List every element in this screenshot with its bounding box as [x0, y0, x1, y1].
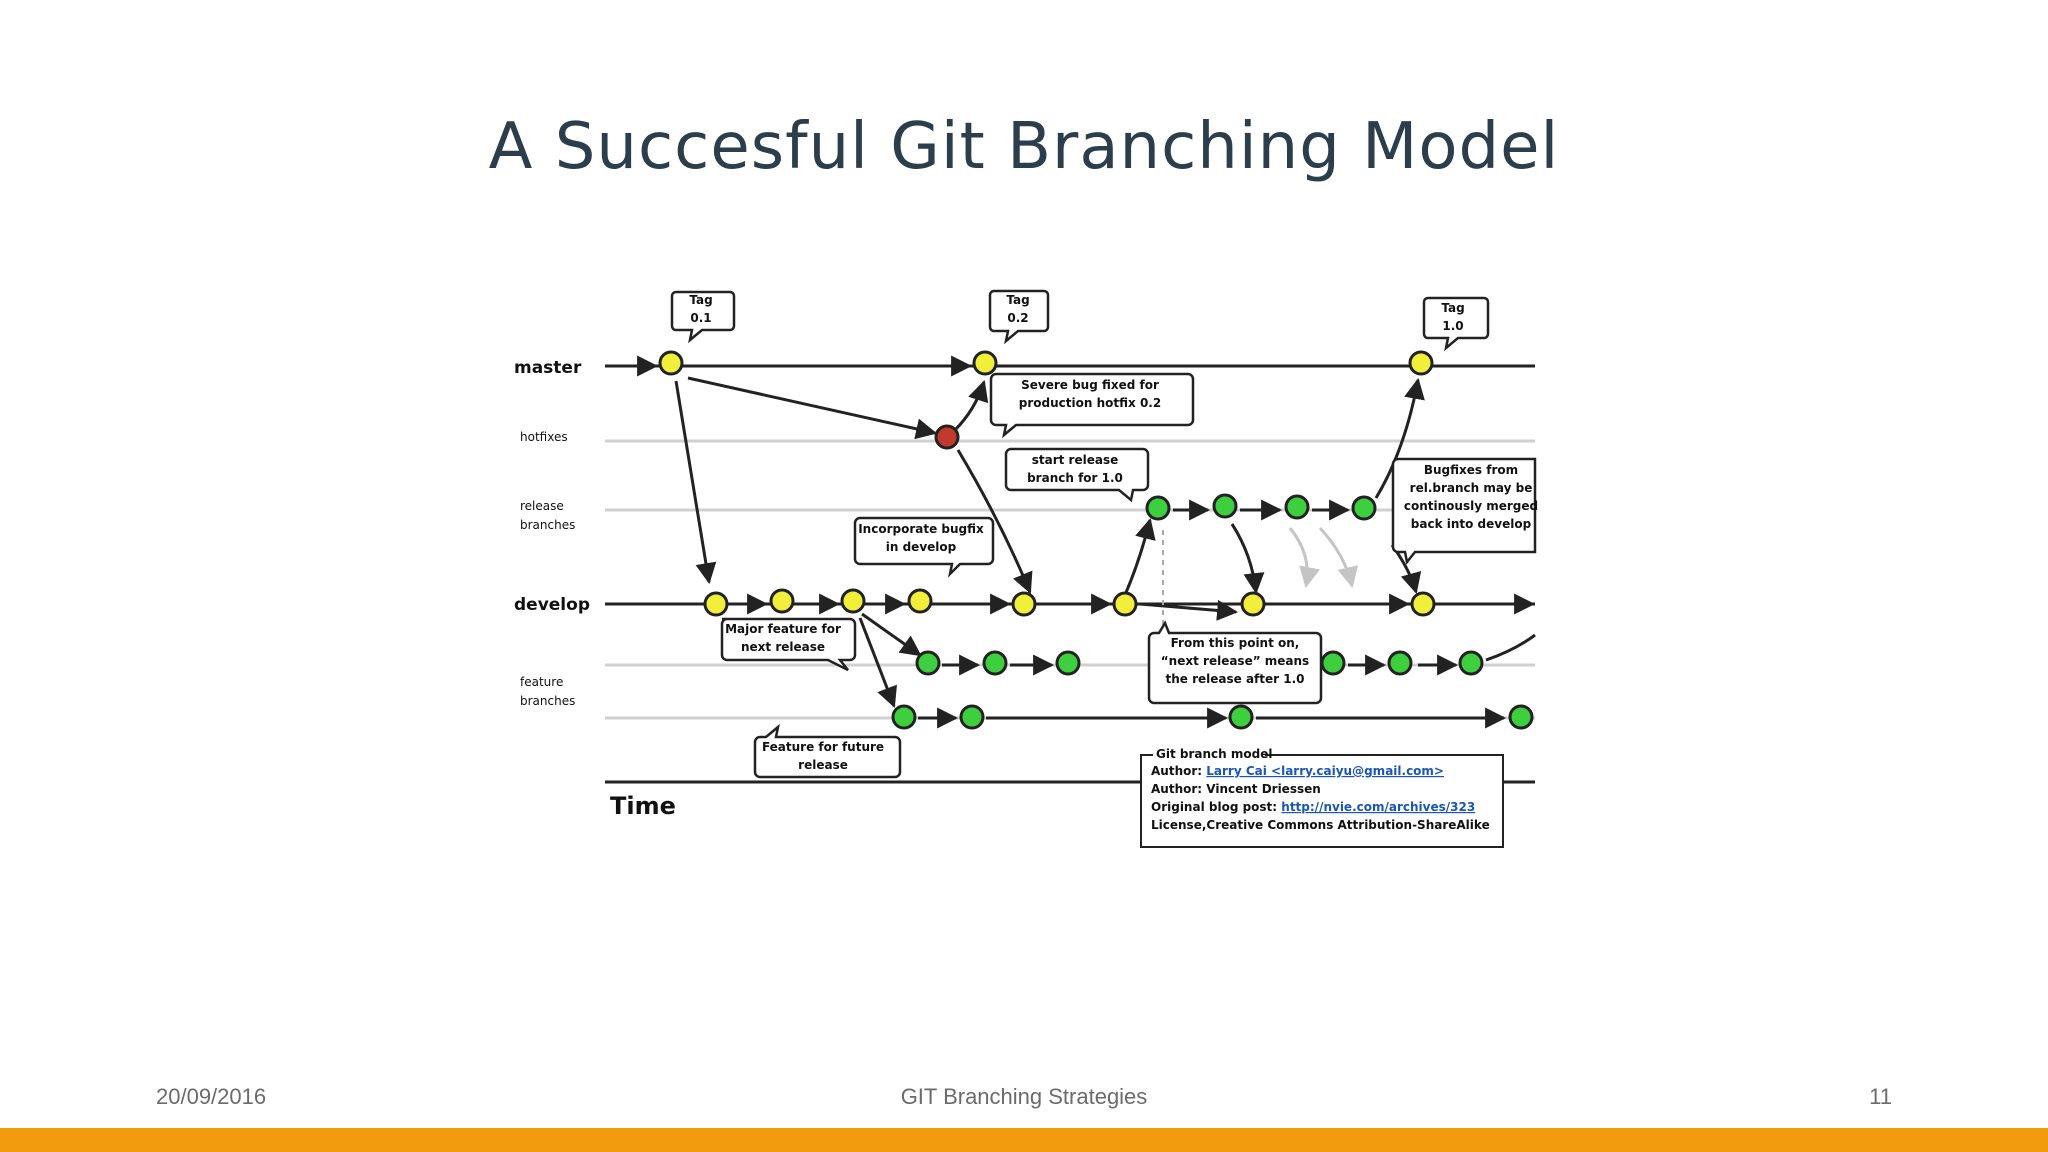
arrow-hotfix-to-master: [953, 380, 989, 432]
svg-text:Incorporate bugfix: Incorporate bugfix: [858, 522, 984, 536]
svg-text:From this point on,: From this point on,: [1171, 636, 1300, 650]
commit-feature1-5: [1387, 650, 1413, 676]
svg-text:release: release: [798, 758, 848, 772]
svg-text:0.1: 0.1: [690, 311, 711, 325]
credits-blog-prefix: Original blog post:: [1151, 800, 1281, 814]
callout-next-release: From this point on, “next release” means…: [1147, 620, 1323, 705]
arrow-release-to-master: [1374, 377, 1425, 499]
branch-label-feature-2: branches: [520, 694, 575, 708]
arrow-master-down-develop: [674, 380, 717, 585]
commit-feature2-1: [891, 704, 917, 730]
arrow-rel-to-dev: [1230, 523, 1265, 595]
commit-master-0-1: [658, 350, 684, 376]
commit-develop-8: [1410, 591, 1436, 617]
commit-develop-3: [840, 588, 866, 614]
commit-develop-2: [769, 588, 795, 614]
commit-master-1-0: [1408, 350, 1434, 376]
credits-author1-link[interactable]: Larry Cai <larry.caiyu@gmail.com>: [1206, 764, 1444, 778]
slide-title: A Succesful Git Branching Model: [488, 110, 1560, 184]
credits-author1-prefix: Author:: [1151, 764, 1206, 778]
commit-feature1-1: [915, 650, 941, 676]
commit-release-4: [1351, 495, 1377, 521]
commit-develop-4: [907, 588, 933, 614]
svg-text:Tag: Tag: [1441, 301, 1464, 315]
arrow-dev-6: [1139, 599, 1239, 621]
arrow-hotfix-to-develop: [956, 449, 1033, 594]
arrow-master-to-hotfix: [687, 376, 938, 440]
footer-date: 20/09/2016: [156, 1084, 267, 1109]
arrow-feat-curve: [1485, 633, 1536, 662]
commit-release-2: [1212, 493, 1238, 519]
arrow-dev-to-feature2: [858, 617, 897, 708]
callout-future-feature: Feature for future release: [753, 723, 902, 779]
credits-blog-link[interactable]: http://nvie.com/archives/323: [1281, 800, 1475, 814]
commit-master-0-2: [972, 350, 998, 376]
svg-text:Major feature for: Major feature for: [725, 622, 841, 636]
svg-text:continously merged: continously merged: [1404, 499, 1538, 513]
commit-feature2-3: [1228, 704, 1254, 730]
callout-incorporate-bugfix: Incorporate bugfix in develop: [853, 516, 995, 578]
tag-callout-0-1: Tag 0.1: [670, 290, 736, 344]
commit-feature2-4: [1508, 704, 1534, 730]
svg-text:Tag: Tag: [689, 293, 712, 307]
commit-feature1-3: [1055, 650, 1081, 676]
commit-feature2-2: [959, 704, 985, 730]
svg-text:Original blog post: http://nvi: Original blog post: http://nvie.com/arch…: [1151, 800, 1475, 814]
commit-feature1-6: [1458, 650, 1484, 676]
arrow-rel-to-dev-gray-2: [1318, 526, 1359, 589]
svg-text:start release: start release: [1032, 453, 1119, 467]
svg-text:the release after 1.0: the release after 1.0: [1165, 672, 1304, 686]
callout-major-feature: Major feature for next release: [720, 617, 857, 672]
tag-callout-0-2: Tag 0.2: [988, 289, 1050, 345]
commit-develop-6: [1112, 591, 1138, 617]
callout-start-release: start release branch for 1.0: [1004, 447, 1150, 503]
svg-text:rel.branch may be: rel.branch may be: [1410, 481, 1533, 495]
svg-text:0.2: 0.2: [1007, 311, 1028, 325]
svg-text:production hotfix 0.2: production hotfix 0.2: [1019, 396, 1161, 410]
arrow-rel-to-dev-gray-1: [1288, 527, 1320, 589]
svg-text:in develop: in develop: [886, 540, 957, 554]
svg-text:Bugfixes from: Bugfixes from: [1424, 463, 1518, 477]
credits-heading: Git branch model: [1156, 747, 1272, 761]
svg-text:“next release” means: “next release” means: [1161, 654, 1309, 668]
tag-callout-1-0: Tag 1.0: [1422, 296, 1490, 352]
arrow-dev-to-release: [1123, 517, 1156, 596]
svg-text:branch for 1.0: branch for 1.0: [1027, 471, 1123, 485]
branch-label-release-2: branches: [520, 518, 575, 532]
commit-develop-7: [1240, 591, 1266, 617]
credits-license: License,Creative Commons Attribution-Sha…: [1151, 818, 1490, 832]
svg-text:1.0: 1.0: [1442, 319, 1463, 333]
bottom-accent-bar: [0, 1128, 2048, 1152]
arrow-dev-to-feature1: [861, 612, 922, 657]
svg-text:next release: next release: [741, 640, 825, 654]
svg-text:Feature for future: Feature for future: [762, 740, 884, 754]
branch-label-hotfixes: hotfixes: [520, 430, 568, 444]
svg-text:Author: Larry Cai <larry.caiyu: Author: Larry Cai <larry.caiyu@gmail.com…: [1151, 764, 1444, 778]
commit-release-1: [1145, 495, 1171, 521]
branch-label-feature-1: feature: [520, 675, 563, 689]
branch-label-develop: develop: [514, 595, 590, 615]
credits-author2: Author: Vincent Driessen: [1151, 782, 1321, 796]
credits-box: Git branch model Author: Larry Cai <larr…: [1140, 747, 1504, 848]
time-label: Time: [610, 792, 676, 820]
commit-develop-1: [703, 591, 729, 617]
svg-text:Severe bug fixed for: Severe bug fixed for: [1021, 378, 1159, 392]
commit-develop-5: [1011, 591, 1037, 617]
footer-title: GIT Branching Strategies: [900, 1084, 1148, 1109]
commit-hotfix: [934, 424, 960, 450]
branch-label-master: master: [514, 358, 582, 378]
svg-text:Tag: Tag: [1006, 293, 1029, 307]
callout-bugfixes: Bugfixes from rel.branch may be continou…: [1391, 457, 1538, 565]
branch-label-release-1: release: [520, 499, 564, 513]
commit-release-3: [1284, 494, 1310, 520]
commit-feature1-2: [982, 650, 1008, 676]
svg-text:back into develop: back into develop: [1411, 517, 1532, 531]
footer-page-number: 11: [1869, 1084, 1892, 1109]
callout-severe-bug: Severe bug fixed for production hotfix 0…: [989, 372, 1195, 439]
commit-feature1-4: [1320, 650, 1346, 676]
